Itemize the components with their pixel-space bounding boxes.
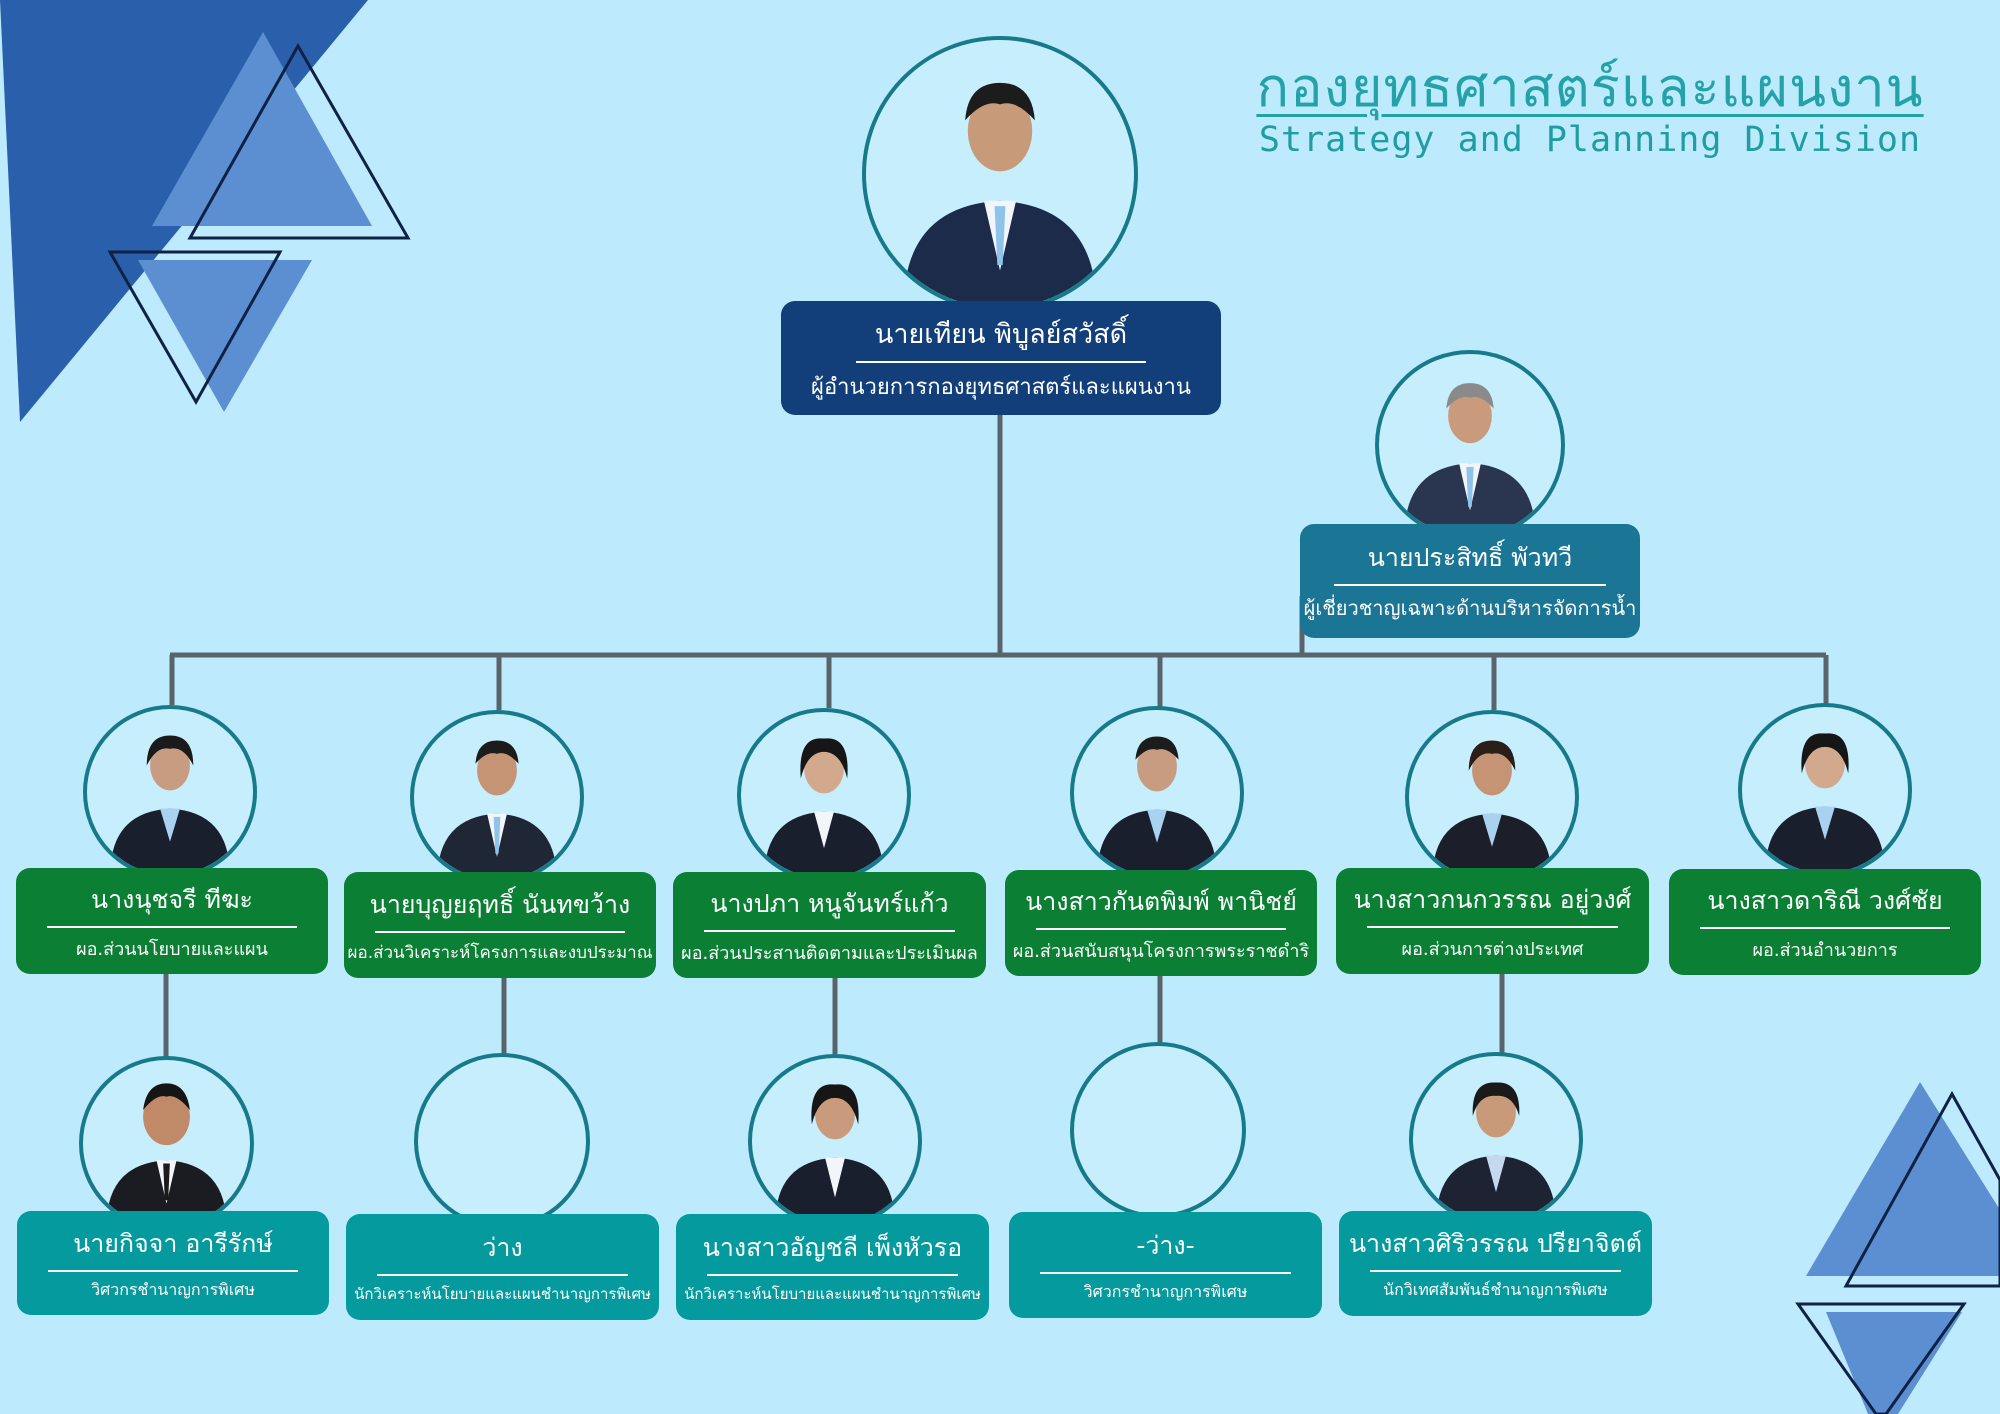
head-6-portrait	[1738, 703, 1912, 877]
head-3-portrait	[737, 708, 911, 882]
triangle-bottom-inverted-outline	[1795, 1302, 1967, 1414]
card-divider	[1036, 927, 1286, 930]
head-name: นางนุชจรี ทีฆะ	[91, 884, 253, 914]
head-role: ผอ.ส่วนสนับสนุนโครงการพระราชดำริ	[1012, 940, 1310, 962]
person-silhouette-icon	[764, 738, 884, 878]
triangle-top-left-filled	[152, 32, 372, 226]
expert-card: นายประสิทธิ์ พัวทวี ผู้เชี่ยวชาญเฉพาะด้า…	[1300, 524, 1640, 638]
head-role: ผอ.ส่วนอำนวยการ	[1752, 939, 1898, 961]
triangle-inverted-outline	[107, 250, 283, 406]
staff-2-portrait-empty	[414, 1053, 590, 1229]
head-name: นางสาวกนกวรรณ อยู่วงศ์	[1353, 884, 1632, 914]
page-title-english: Strategy and Planning Division	[1258, 120, 1922, 160]
staff-role: วิศวกรชำนาญการพิเศษ	[1083, 1281, 1248, 1301]
triangle-top-left-outline	[187, 42, 411, 240]
director-role: ผู้อำนวยการกองยุทธศาสตร์และแผนงาน	[811, 375, 1191, 400]
head-name: นายบุญยฤทธิ์ นันทขว้าง	[369, 889, 631, 919]
head-card-6: นางสาวดาริณี วงศ์ชัย ผอ.ส่วนอำนวยการ	[1669, 869, 1981, 975]
director-divider	[855, 361, 1147, 363]
head-card-5: นางสาวกนกวรรณ อยู่วงศ์ ผอ.ส่วนการต่างประ…	[1336, 868, 1649, 974]
head-card-2: นายบุญยฤทธิ์ นันทขว้าง ผอ.ส่วนวิเคราะห์โ…	[344, 872, 656, 978]
staff-name: นางสาวศิริวรรณ ปรียาจิตต์	[1348, 1229, 1643, 1258]
director-card: นายเทียน พิบูลย์สวัสดิ์ ผู้อำนวยการกองยุ…	[781, 301, 1221, 415]
staff-card-5: นางสาวศิริวรรณ ปรียาจิตต์ นักวิเทศสัมพัน…	[1339, 1211, 1652, 1316]
person-silhouette-icon	[110, 735, 230, 875]
expert-role: ผู้เชี่ยวชาญเฉพาะด้านบริหารจัดการน้ำ	[1303, 596, 1637, 620]
staff-role: นักวิเทศสัมพันธ์ชำนาญการพิเศษ	[1383, 1280, 1608, 1299]
expert-portrait	[1375, 350, 1565, 540]
head-card-4: นางสาวกันตพิมพ์ พานิชย์ ผอ.ส่วนสนับสนุนโ…	[1005, 870, 1317, 976]
staff-role: นักวิเคราะห์นโยบายและแผนชำนาญการพิเศษ	[354, 1285, 651, 1303]
triangle-bottom-inverted-filled	[1826, 1312, 1962, 1414]
head-card-3: นางปภา หนูจันทร์แก้ว ผอ.ส่วนประสานติดตาม…	[673, 872, 986, 978]
card-divider	[375, 930, 625, 933]
staff-role: วิศวกรชำนาญการพิเศษ	[91, 1279, 255, 1299]
person-silhouette-icon	[437, 740, 557, 880]
card-divider	[377, 1274, 628, 1276]
card-divider	[707, 1274, 958, 1276]
triangle-bottom-right-outline	[1843, 1090, 2000, 1288]
person-silhouette-icon	[903, 82, 1097, 308]
card-divider	[47, 925, 297, 928]
head-5-portrait	[1405, 710, 1579, 884]
staff-card-1: นายกิจจา อารีรักษ์ วิศวกรชำนาญการพิเศษ	[17, 1211, 329, 1315]
head-role: ผอ.ส่วนนโยบายและแผน	[76, 938, 268, 960]
head-role: ผอ.ส่วนวิเคราะห์โครงการและงบประมาณ	[347, 942, 653, 963]
staff-4-portrait-empty	[1070, 1042, 1246, 1218]
card-divider	[1040, 1271, 1291, 1274]
head-name: นางสาวดาริณี วงศ์ชัย	[1707, 885, 1943, 915]
page-title-thai: กองยุทธศาสตร์และแผนงาน	[1256, 56, 1924, 119]
person-silhouette-icon	[1097, 736, 1217, 876]
staff-5-portrait	[1409, 1052, 1583, 1226]
head-4-portrait	[1070, 706, 1244, 880]
card-divider	[704, 929, 955, 932]
person-silhouette-icon	[1432, 740, 1552, 880]
person-silhouette-icon	[1404, 383, 1536, 536]
head-1-portrait	[83, 705, 257, 879]
card-divider	[48, 1269, 298, 1272]
head-name: นางปภา หนูจันทร์แก้ว	[710, 888, 949, 918]
person-silhouette-icon	[1765, 733, 1885, 873]
staff-role: นักวิเคราะห์นโยบายและแผนชำนาญการพิเศษ	[684, 1285, 981, 1303]
staff-card-2: ว่าง นักวิเคราะห์นโยบายและแผนชำนาญการพิเ…	[346, 1214, 659, 1320]
director-name: นายเทียน พิบูลย์สวัสดิ์	[874, 319, 1128, 350]
expert-divider	[1334, 584, 1606, 586]
staff-card-4: -ว่าง- วิศวกรชำนาญการพิเศษ	[1009, 1212, 1322, 1318]
card-divider	[1370, 1270, 1621, 1272]
staff-name: ว่าง	[482, 1233, 523, 1262]
person-silhouette-icon	[775, 1084, 895, 1224]
staff-3-portrait	[748, 1054, 922, 1228]
person-silhouette-icon	[1436, 1082, 1556, 1222]
director-portrait	[862, 36, 1138, 312]
staff-name: นายกิจจา อารีรักษ์	[73, 1228, 273, 1258]
card-divider	[1700, 926, 1950, 929]
triangle-bottom-right-filled	[1806, 1082, 2000, 1276]
head-role: ผอ.ส่วนประสานติดตามและประเมินผล	[681, 942, 978, 964]
triangle-inverted-filled	[138, 260, 312, 412]
staff-card-3: นางสาวอัญชลี เพ็งหัวรอ นักวิเคราะห์นโยบา…	[676, 1214, 989, 1320]
person-silhouette-icon	[106, 1083, 227, 1227]
card-divider	[1367, 925, 1618, 928]
staff-name: นางสาวอัญชลี เพ็งหัวรอ	[702, 1233, 963, 1262]
head-card-1: นางนุชจรี ทีฆะ ผอ.ส่วนนโยบายและแผน	[16, 868, 328, 974]
expert-name: นายประสิทธิ์ พัวทวี	[1367, 543, 1573, 572]
head-name: นางสาวกันตพิมพ์ พานิชย์	[1025, 886, 1297, 916]
staff-name: -ว่าง-	[1136, 1230, 1195, 1260]
head-role: ผอ.ส่วนการต่างประเทศ	[1401, 938, 1584, 960]
staff-1-portrait	[79, 1056, 254, 1231]
head-2-portrait	[410, 710, 584, 884]
